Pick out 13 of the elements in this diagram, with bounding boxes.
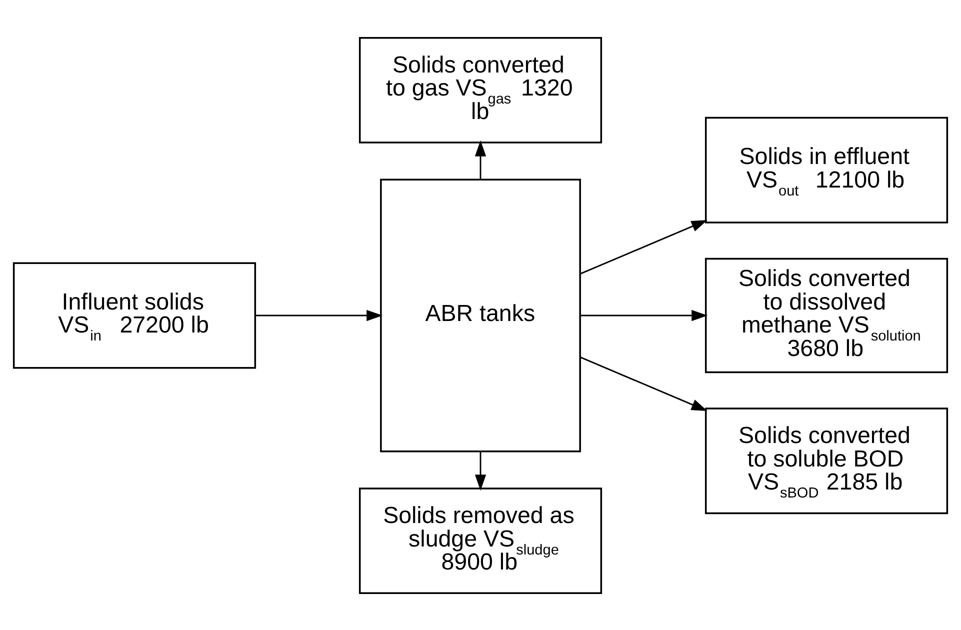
node-box: Solids converted to dissolved methane VS$_{solution}$ 3680 lb xyxy=(704,257,948,373)
arrow xyxy=(580,356,708,411)
arrow xyxy=(474,140,486,179)
arrow xyxy=(580,219,708,274)
node-box: Solids removed as sludge VS$_{sludge}$ 8900 lb xyxy=(358,487,602,594)
node-box: ABR tanks xyxy=(380,178,581,452)
node-box: Solids in effluent VS$_{out}$ 12100 lb xyxy=(704,116,948,223)
arrow xyxy=(255,309,383,321)
node-box: Solids converted to soluble BOD VS$_{sBOD}$ 2185 lb xyxy=(704,407,948,514)
node-box: Influent solids VS$_{in}$ 27200 lb xyxy=(12,262,256,368)
node-box: Solids converted to gas VS$_{gas}$ 1320 lb xyxy=(358,36,602,143)
arrow xyxy=(474,451,486,490)
arrow xyxy=(580,309,708,321)
